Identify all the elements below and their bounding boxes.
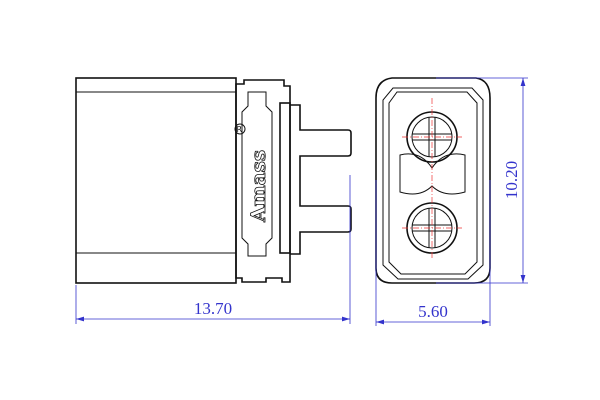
svg-text:R: R [237, 125, 243, 134]
height-dimension: 10.20 [436, 77, 528, 284]
logo-panel [241, 91, 273, 257]
housing-body [75, 77, 237, 284]
flange-plate [279, 102, 291, 254]
side-view: Amass R [75, 77, 352, 284]
height-label: 10.20 [502, 161, 521, 199]
center-key [399, 153, 466, 195]
pins [290, 104, 352, 255]
collar [235, 79, 291, 283]
length-dimension: 13.70 [75, 175, 351, 324]
registered-mark-icon [234, 123, 246, 135]
width-dimension: 5.60 [375, 180, 491, 326]
centerlines [402, 98, 462, 258]
width-label: 5.60 [418, 302, 448, 321]
svg-text:Amass: Amass [246, 150, 270, 223]
logo: Amass [246, 149, 271, 223]
front-view [375, 77, 491, 284]
length-label: 13.70 [194, 299, 232, 318]
